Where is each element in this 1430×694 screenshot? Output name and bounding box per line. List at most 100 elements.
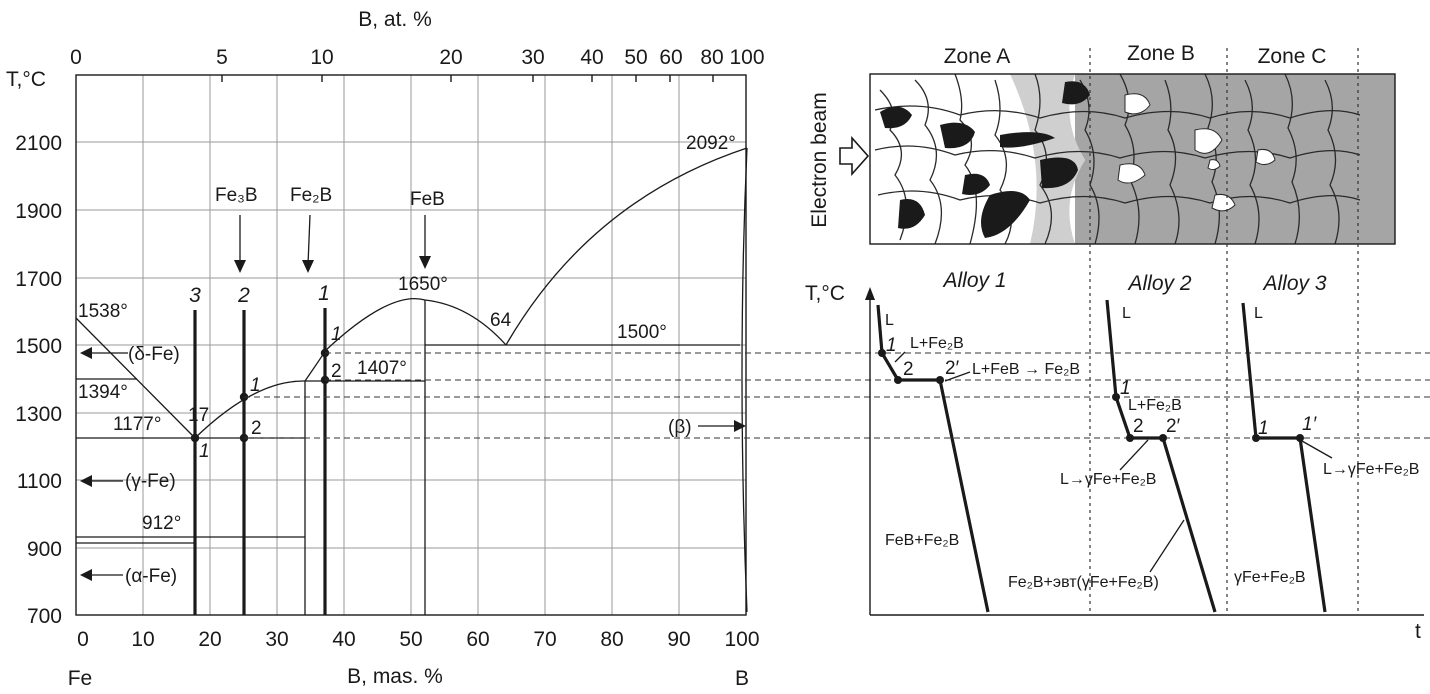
a3-pt1: 1 [1258,418,1269,439]
boride-particles [880,81,1090,238]
bottom-tick-50: 50 [399,628,422,651]
top-tick-marks [221,75,714,82]
bottom-tick-70: 70 [533,628,556,651]
zone-c-label: Zone C [1258,45,1327,68]
label-17: 17 [188,405,209,426]
top-tick-40: 40 [580,46,603,69]
y-tick-2100: 2100 [15,132,62,155]
label-fe3b: Fe₃B [215,185,258,206]
y-tick-1700: 1700 [15,268,62,291]
label-912: 912° [142,513,181,534]
alloy-3-curve [1241,302,1327,613]
alloy-1-point-2 [894,376,902,384]
label-gamma-fe: (γ-Fe) [125,471,176,492]
a2-l-fe2b: L+Fe₂B [1128,397,1182,414]
a1-reaction: L+FeB → Fe₂B [972,361,1080,378]
label-fe2b: Fe₂B [290,185,332,206]
a2-solid: Fe₂B+эвт(γFe+Fe₂B) [1008,574,1159,591]
top-tick-20: 20 [439,46,462,69]
label-1650: 1650° [398,274,448,295]
a2-pt2: 2 [1133,416,1144,437]
label-1538: 1538° [78,301,128,322]
alloy-2-point-1 [1112,393,1120,401]
top-tick-30: 30 [521,46,544,69]
top-tick-100: 100 [729,46,764,69]
electron-beam-label: Electron beam [808,92,831,227]
label-2092: 2092° [686,133,736,154]
cooling-x-title: t [1415,620,1421,643]
bottom-tick-60: 60 [466,628,489,651]
bottom-axis-title: B, mas. % [347,665,443,688]
microstructure-panel: Zone A Zone B Zone C Electron beam [808,42,1396,615]
top-axis-title: B, at. % [358,8,432,31]
a3-pt1p: 1′ [1302,414,1318,435]
label-alloy-3: 3 [189,284,201,307]
bottom-tick-0: 0 [77,628,89,651]
alloy-2-point-2 [1126,434,1134,442]
a1-pt2: 2 [903,359,914,380]
top-tick-50: 50 [624,46,647,69]
top-tick-60: 60 [659,46,682,69]
label-alloy-2: 2 [237,284,250,307]
alloy-1-point-1 [878,349,886,357]
bottom-tick-90: 90 [667,628,690,651]
bottom-tick-10: 10 [131,628,154,651]
bottom-tick-40: 40 [332,628,355,651]
top-tick-5: 5 [216,46,228,69]
label-alloy2-pt2: 2 [251,418,262,439]
alloy-1-point-2p [936,376,944,384]
point-eutectic [190,433,200,443]
light-inclusions [1117,93,1276,212]
alloy-2-title: Alloy 2 [1126,272,1191,295]
label-1394: 1394° [78,382,128,403]
a3-L: L [1254,305,1263,322]
projection-lines [244,352,1430,439]
phase-boundaries [75,147,748,615]
zone-b-label: Zone B [1127,42,1195,65]
label-alloy-1: 1 [318,282,330,305]
label-alloy1-pt2: 2 [331,361,342,382]
label-alloy1-pt1: 1 [331,324,342,345]
boron-solvus [741,147,748,613]
alloy-3-point-1 [1252,434,1260,442]
bottom-tick-20: 20 [198,628,221,651]
y-tick-1900: 1900 [15,200,62,223]
a2-eutectic: L→γFe+Fe₂B [1060,471,1156,488]
left-element-label: Fe [68,667,93,690]
label-beta: (β) [668,417,692,438]
a1-L: L [885,312,894,329]
a1-l-fe2b: L+Fe₂B [910,335,964,352]
a2-pt2p: 2′ [1166,416,1181,437]
a1-solid: FeB+Fe₂B [885,532,959,549]
top-tick-0: 0 [70,46,82,69]
liquidus-b-side [505,147,748,346]
temperature-axis-arrow [865,287,875,300]
y-tick-1100: 1100 [17,470,62,493]
zone-bc-fill [1075,74,1395,244]
label-1500: 1500° [617,322,667,343]
a1-pt1: 1 [886,335,897,356]
liquidus-fe-side [75,317,196,439]
alloy-2-point-2p [1159,434,1167,442]
y-axis-title: T,°C [6,68,46,91]
a3-solid: γFe+Fe₂B [1234,569,1306,586]
y-tick-700: 700 [27,605,62,628]
zone-a-label: Zone A [944,45,1011,68]
label-alloy3-pt1: 1 [199,441,210,462]
label-64: 64 [490,310,512,331]
plot-frame [75,74,747,616]
bottom-tick-80: 80 [600,628,623,651]
right-element-label: B [735,667,749,690]
cooling-curves: T,°C t Alloy 1 Alloy 2 Alloy 3 L 1 L+Fe₂… [805,269,1424,643]
cooling-y-title: T,°C [805,282,845,305]
liquidus-fe2b-side [194,380,306,439]
a2-L: L [1122,305,1131,322]
top-tick-10: 10 [310,46,333,69]
a2-pt1: 1 [1120,378,1131,399]
microstructure-frame [869,73,1396,245]
y-tick-1300: 1300 [15,403,62,426]
label-1177: 1177° [113,414,161,435]
compound-arrows [80,214,746,581]
top-tick-80: 80 [700,46,723,69]
